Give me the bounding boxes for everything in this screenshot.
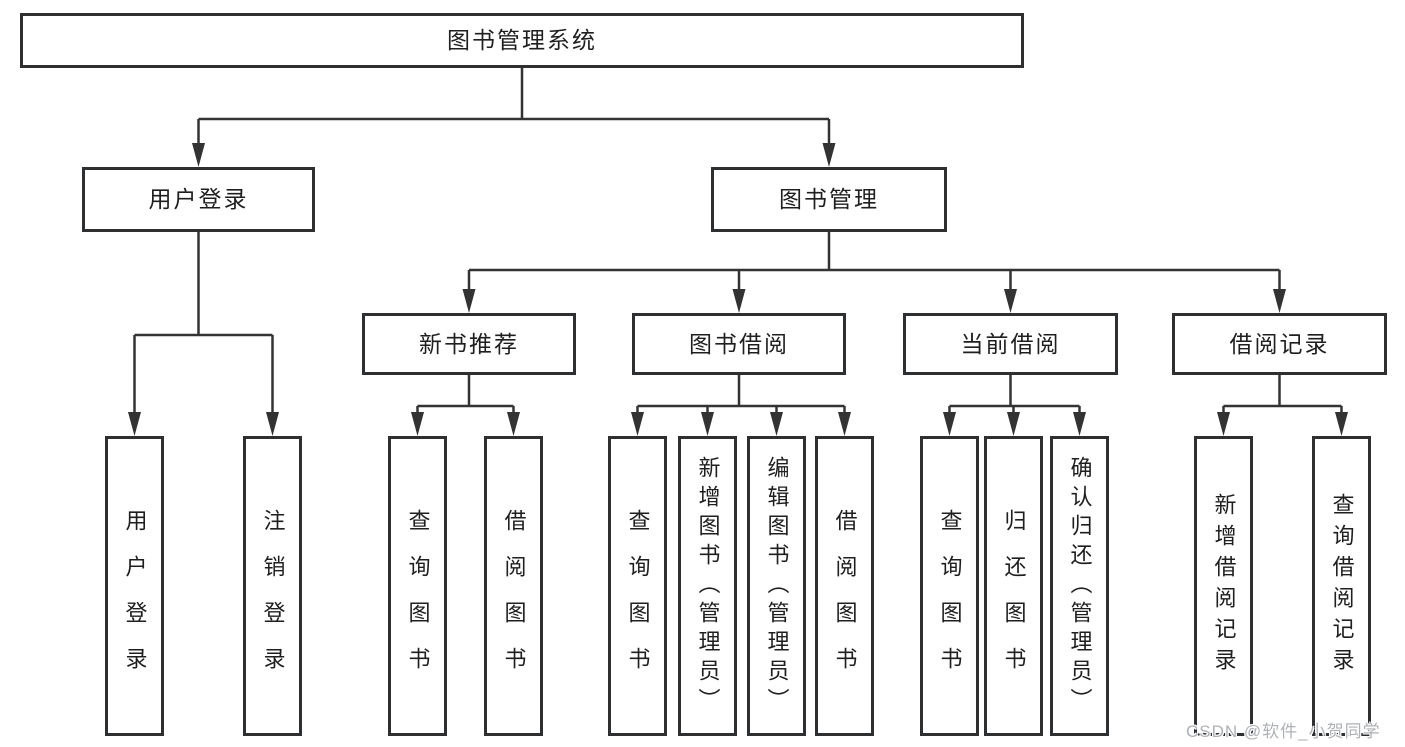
node-new-book-recommendation: 新书推荐: [362, 313, 576, 375]
node-label: 借阅图书: [832, 509, 858, 693]
node-label: 借阅记录: [1229, 330, 1330, 357]
node-book-borrowing: 图书借阅: [632, 313, 846, 375]
node-label: 编辑图书（管理员）: [764, 455, 790, 717]
node-user-login: 用户登录: [82, 167, 315, 232]
node-label: 用户登录: [148, 186, 249, 212]
node-leaf-query-books-current: 查询图书: [920, 436, 979, 736]
node-label: 归还图书: [1001, 509, 1027, 693]
node-label: 注销登录: [260, 509, 286, 693]
node-borrowing-records: 借阅记录: [1172, 313, 1387, 375]
watermark-text: CSDN @软件_小贺同学: [1186, 722, 1381, 741]
node-leaf-borrow-books-borrowing: 借阅图书: [815, 436, 874, 736]
node-leaf-add-borrow-record: 新增借阅记录: [1194, 436, 1253, 736]
node-label: 新增借阅记录: [1211, 493, 1237, 679]
node-label: 查询图书: [405, 509, 431, 693]
node-book-management: 图书管理: [711, 167, 947, 232]
connector-path: [133, 68, 1343, 414]
node-leaf-return-book: 归还图书: [984, 436, 1043, 736]
node-label: 查询图书: [937, 509, 963, 693]
node-label: 新书推荐: [419, 330, 519, 357]
node-label: 图书管理: [779, 186, 879, 212]
node-leaf-query-books-recommend: 查询图书: [388, 436, 447, 736]
node-label: 图书借阅: [689, 330, 789, 357]
node-leaf-add-book-admin: 新增图书（管理员）: [678, 436, 737, 736]
node-leaf-query-books-borrowing: 查询图书: [608, 436, 667, 736]
node-leaf-user-login: 用户登录: [105, 436, 164, 736]
node-leaf-confirm-return-admin: 确认归还（管理员）: [1050, 436, 1109, 736]
arrowheads: [128, 143, 1348, 436]
node-current-borrowing: 当前借阅: [903, 313, 1118, 375]
node-leaf-edit-book-admin: 编辑图书（管理员）: [747, 436, 806, 736]
node-label: 用户登录: [122, 509, 148, 693]
node-label: 确认归还（管理员）: [1067, 455, 1093, 717]
node-library-management-system: 图书管理系统: [20, 13, 1024, 68]
node-label: 查询借阅记录: [1329, 493, 1355, 679]
node-label: 图书管理系统: [447, 27, 597, 53]
node-label: 查询图书: [625, 509, 651, 693]
node-label: 当前借阅: [960, 330, 1061, 357]
node-leaf-query-borrow-record: 查询借阅记录: [1312, 436, 1371, 736]
node-label: 新增图书（管理员）: [695, 455, 721, 717]
node-label: 借阅图书: [501, 509, 527, 693]
node-leaf-logout: 注销登录: [243, 436, 302, 736]
node-leaf-borrow-books-recommend: 借阅图书: [484, 436, 543, 736]
